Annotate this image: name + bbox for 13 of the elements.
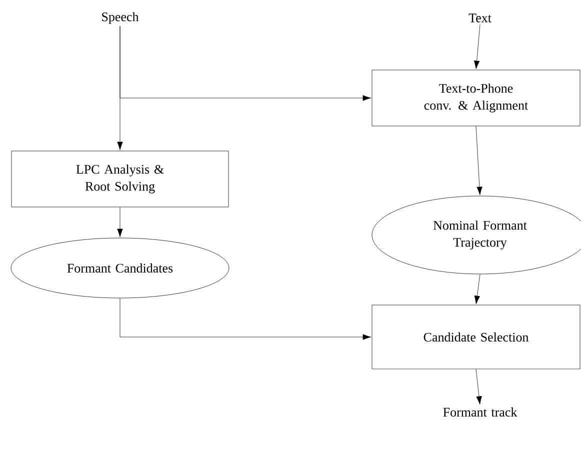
arrow bbox=[120, 298, 372, 340]
bare-text: Formant track bbox=[443, 407, 518, 417]
process-box: LPC Analysis & Root Solving bbox=[11, 150, 229, 208]
arrow bbox=[474, 24, 480, 70]
arrow bbox=[474, 274, 480, 304]
process-box: Text-to-Phone conv. & Alignment bbox=[372, 70, 580, 126]
arrow bbox=[117, 207, 123, 238]
bare-text: Text bbox=[468, 14, 492, 22]
arrow bbox=[476, 369, 482, 405]
arrow bbox=[120, 26, 372, 101]
bare-text: Speech bbox=[102, 12, 139, 24]
arrow bbox=[476, 126, 482, 196]
process-box: Candidate Selection bbox=[372, 304, 580, 370]
